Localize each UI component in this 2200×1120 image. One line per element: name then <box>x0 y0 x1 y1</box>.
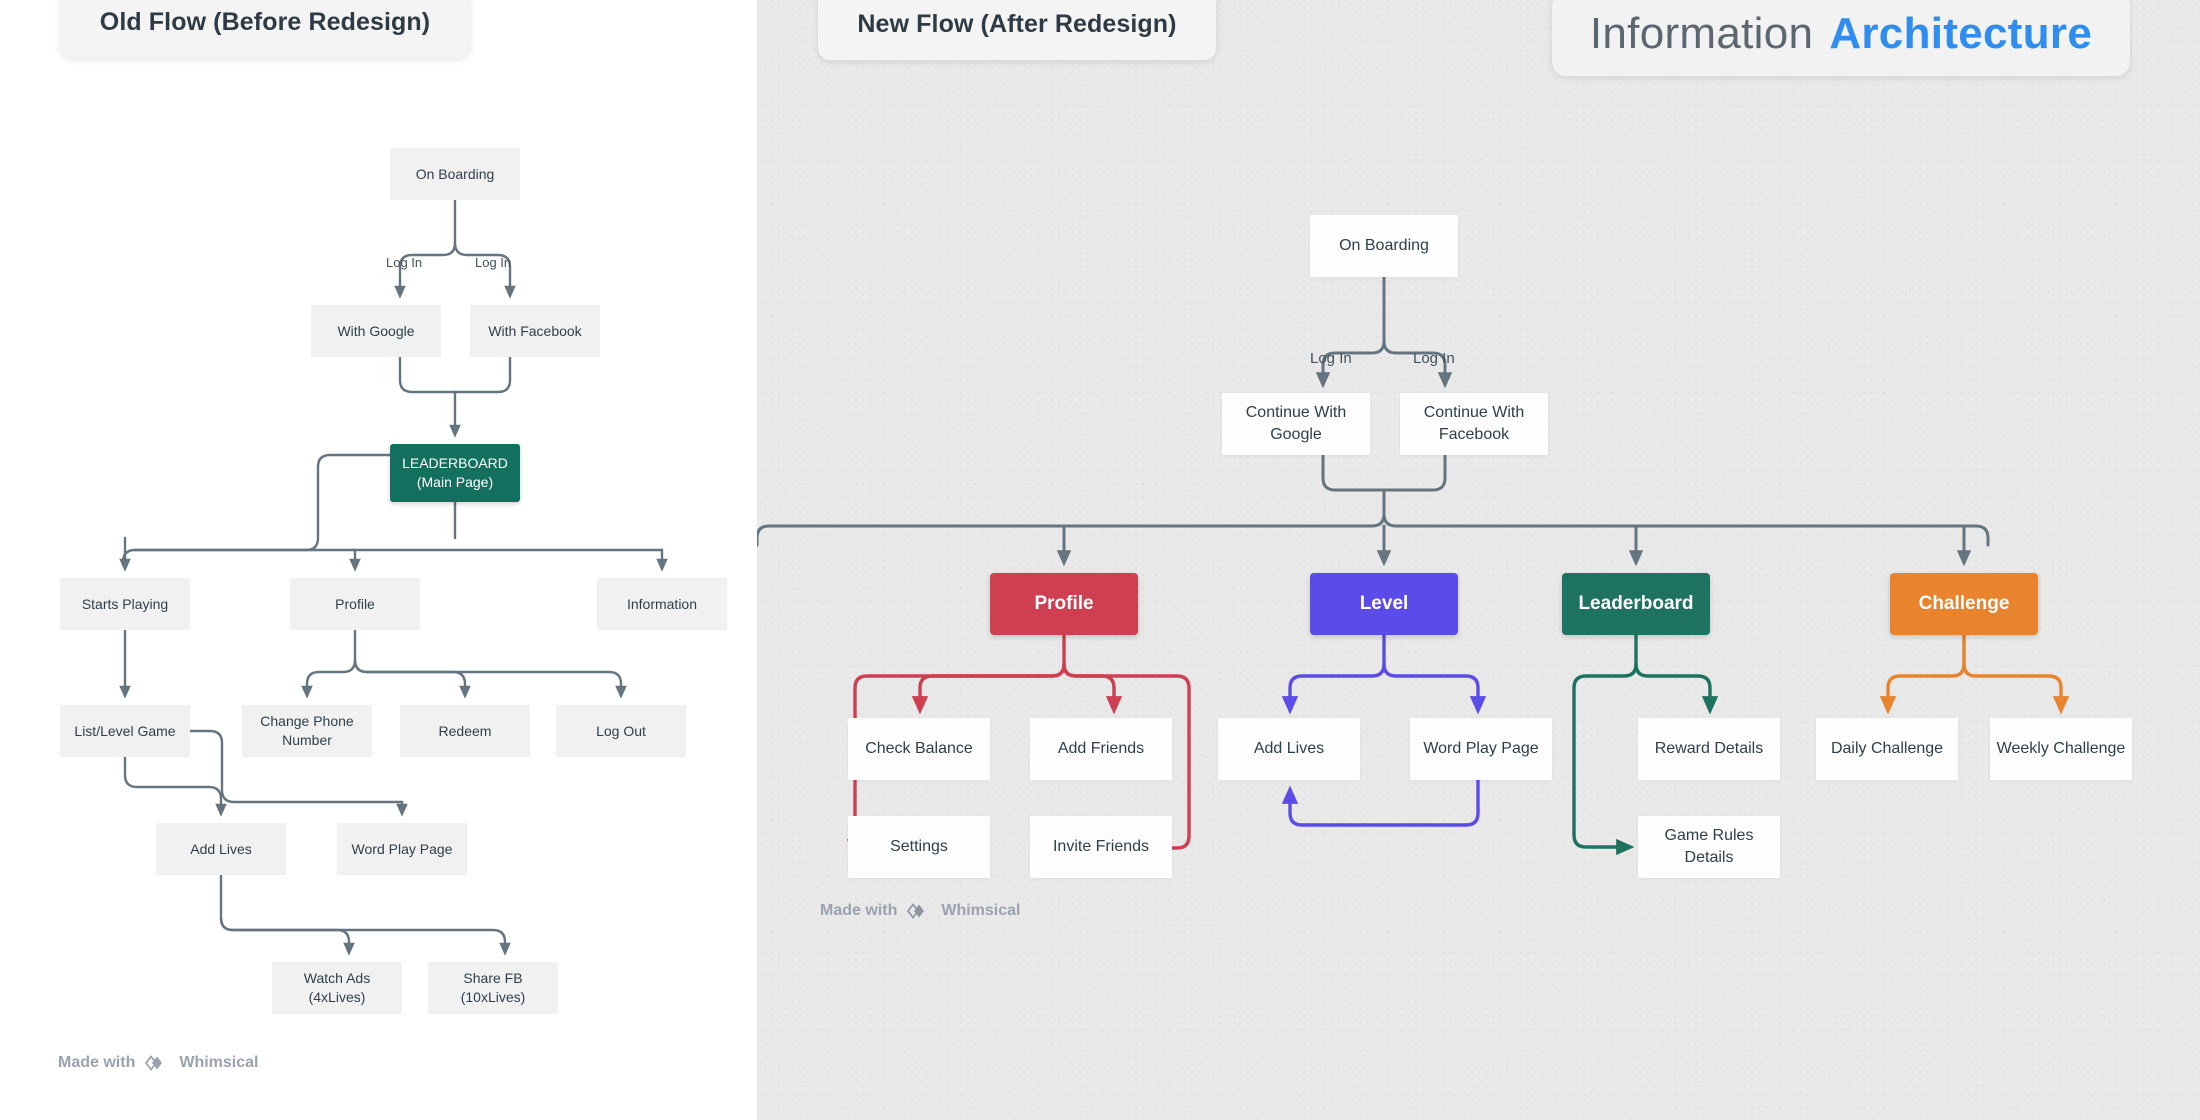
whimsical-watermark-right: Made with Whimsical <box>820 900 1020 922</box>
flow-node-label: Daily Challenge <box>1830 740 1944 758</box>
flow-node-watch_ads[interactable]: Watch Ads (4xLives) <box>272 962 402 1014</box>
flow-node-reward_details[interactable]: Reward Details <box>1638 718 1780 780</box>
flow-node-onboarding[interactable]: On Boarding <box>1310 215 1458 277</box>
flow-node-label: With Google <box>337 322 415 339</box>
whimsical-watermark-left: Made with Whimsical <box>58 1052 258 1074</box>
flow-node-profile[interactable]: Profile <box>290 578 420 630</box>
flow-node-game_rules[interactable]: Game Rules Details <box>1638 816 1780 878</box>
edge-label-login-1: Log In <box>475 255 512 270</box>
whimsical-logo-icon <box>906 900 932 922</box>
watermark-brand: Whimsical <box>179 1054 259 1071</box>
flow-node-label: Word Play Page <box>1423 740 1539 758</box>
flow-node-label: Share FB (10xLives) <box>460 970 526 1005</box>
flow-node-label: List/Level Game <box>74 722 176 739</box>
old-flow-header-label: Old Flow (Before Redesign) <box>99 7 431 36</box>
flow-node-label: Profile <box>1034 593 1094 615</box>
flow-node-with_google[interactable]: With Google <box>311 305 441 357</box>
new-flow-header-label: New Flow (After Redesign) <box>857 9 1177 38</box>
flow-node-leaderboard[interactable]: Leaderboard <box>1562 573 1710 635</box>
flow-node-leaderboard[interactable]: LEADERBOARD(Main Page) <box>390 444 520 502</box>
flow-node-label: Check Balance <box>865 740 973 758</box>
flow-node-label: Game Rules Details <box>1664 827 1754 866</box>
flow-node-profile[interactable]: Profile <box>990 573 1138 635</box>
edge-label-login-1: Log In <box>1413 350 1455 367</box>
watermark-prefix: Made with <box>820 902 898 919</box>
flow-node-word_play[interactable]: Word Play Page <box>337 823 467 875</box>
flow-node-label: Add Friends <box>1057 740 1145 758</box>
flow-node-label: Information <box>626 595 698 612</box>
flow-node-log_out[interactable]: Log Out <box>556 705 686 757</box>
flow-node-starts[interactable]: Starts Playing <box>60 578 190 630</box>
flow-node-label: Profile <box>335 595 375 612</box>
flow-node-label: Word Play Page <box>351 840 453 857</box>
panel-texture <box>757 0 2200 1120</box>
flow-node-challenge[interactable]: Challenge <box>1890 573 2038 635</box>
title-word-architecture: Architecture <box>1829 9 2093 58</box>
flow-node-share_fb[interactable]: Share FB (10xLives) <box>428 962 558 1014</box>
flow-node-add_friends[interactable]: Add Friends <box>1030 718 1172 780</box>
flow-node-label: Redeem <box>438 722 492 739</box>
flow-node-word_play[interactable]: Word Play Page <box>1410 718 1552 780</box>
flow-node-add_lives[interactable]: Add Lives <box>156 823 286 875</box>
flow-node-label: Starts Playing <box>81 595 169 612</box>
whimsical-logo-icon <box>144 1052 170 1074</box>
flow-node-label: Watch Ads (4xLives) <box>303 970 371 1005</box>
edge-label-login-0: Log In <box>1310 350 1352 367</box>
flow-node-label: Level <box>1359 593 1409 615</box>
old-flow-header-pill: Old Flow (Before Redesign) <box>60 0 470 58</box>
flow-node-label: On Boarding <box>415 165 495 182</box>
flow-node-invite_friends[interactable]: Invite Friends <box>1030 816 1172 878</box>
flow-node-with_fb[interactable]: With Facebook <box>470 305 600 357</box>
flow-node-label: Weekly Challenge <box>1996 740 2126 758</box>
flow-node-label: Log Out <box>596 722 646 739</box>
title-card: Information Architecture <box>1552 0 2130 76</box>
flow-node-label: Invite Friends <box>1052 838 1150 856</box>
flow-node-check_balance[interactable]: Check Balance <box>848 718 990 780</box>
flow-node-level[interactable]: Level <box>1310 573 1458 635</box>
flow-node-label: Challenge <box>1918 593 2010 615</box>
flow-node-label: Add Lives <box>190 840 252 857</box>
flow-node-daily_chal[interactable]: Daily Challenge <box>1816 718 1958 780</box>
watermark-brand: Whimsical <box>941 902 1021 919</box>
flow-node-list_level[interactable]: List/Level Game <box>60 705 190 757</box>
flow-node-onboarding[interactable]: On Boarding <box>390 148 520 200</box>
flow-node-information[interactable]: Information <box>597 578 727 630</box>
flow-node-label: Settings <box>890 838 948 856</box>
new-flow-header-pill: New Flow (After Redesign) <box>818 0 1216 60</box>
flow-node-label: Leaderboard <box>1578 593 1694 615</box>
watermark-prefix: Made with <box>58 1054 136 1071</box>
flow-node-settings[interactable]: Settings <box>848 816 990 878</box>
flow-node-weekly_chal[interactable]: Weekly Challenge <box>1990 718 2132 780</box>
flow-node-label: Reward Details <box>1654 740 1764 758</box>
flow-node-label: With Facebook <box>488 322 582 339</box>
old-flow-connectors <box>119 198 668 956</box>
edge-label-login-0: Log In <box>386 255 423 270</box>
flow-node-label: On Boarding <box>1339 237 1429 255</box>
flow-node-label: LEADERBOARD(Main Page) <box>402 455 508 490</box>
new-flow-connectors <box>757 275 2070 858</box>
flow-node-add_lives[interactable]: Add Lives <box>1218 718 1360 780</box>
flow-node-redeem[interactable]: Redeem <box>400 705 530 757</box>
title-word-information: Information <box>1589 9 1814 58</box>
flow-node-label: Add Lives <box>1253 740 1325 758</box>
